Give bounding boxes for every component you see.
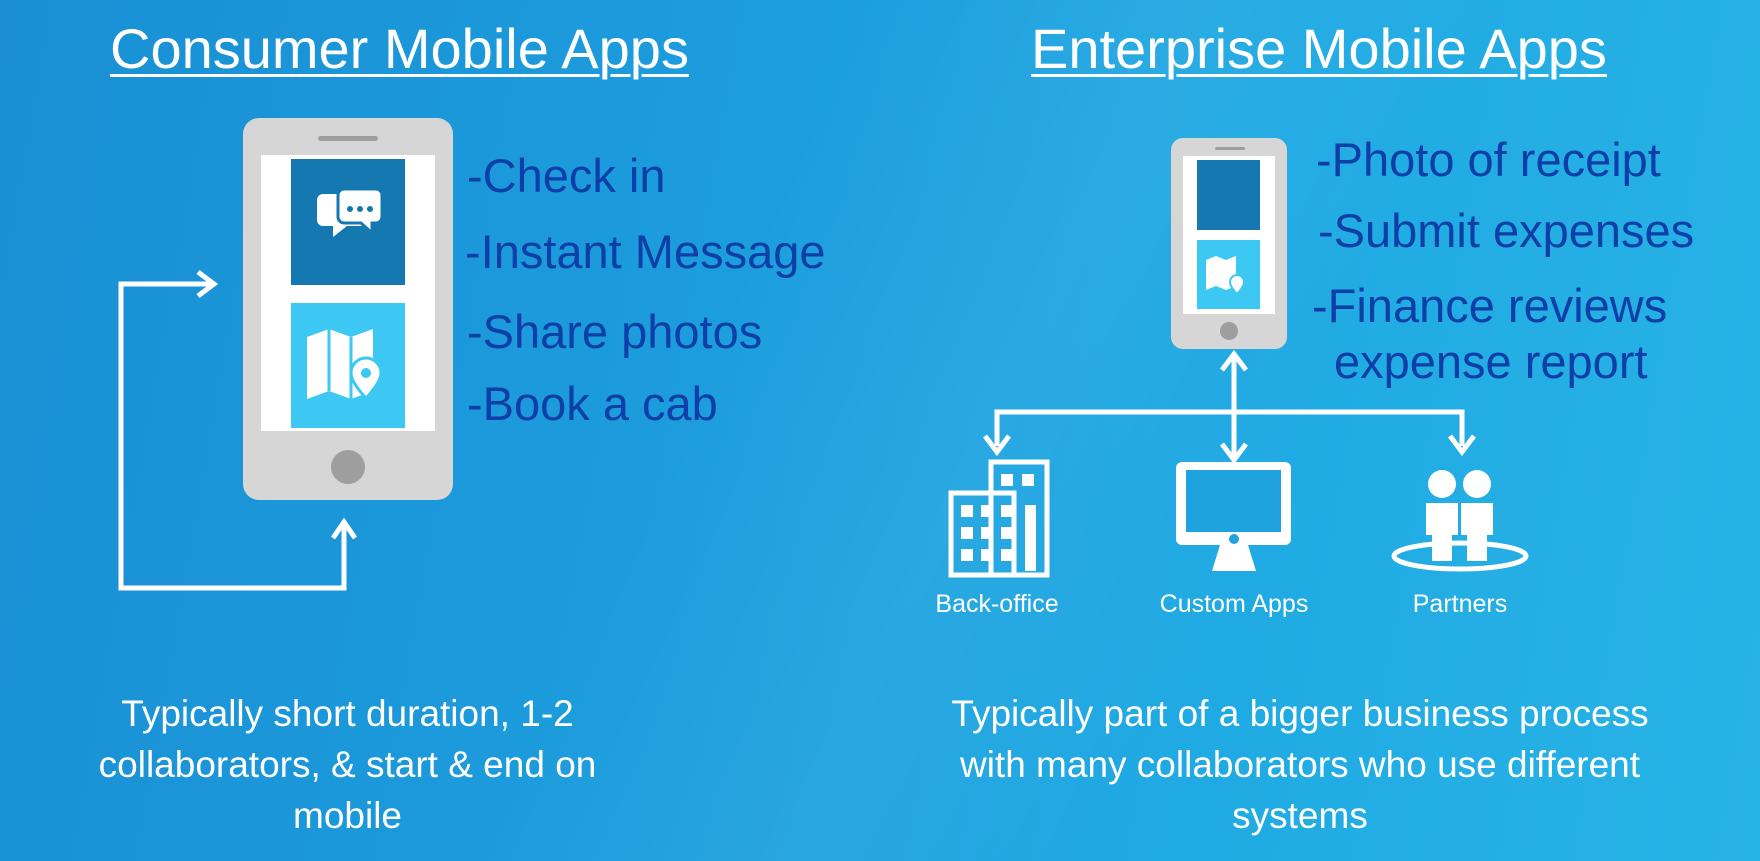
consumer-bullet-book-cab: -Book a cab bbox=[467, 377, 718, 430]
consumer-heading: Consumer Mobile Apps bbox=[110, 17, 689, 80]
connector-arrows bbox=[983, 349, 1476, 465]
consumer-bullet-share-photos: -Share photos bbox=[467, 305, 763, 358]
enterprise-bullet-photo-receipt: -Photo of receipt bbox=[1316, 133, 1661, 186]
label-partners: Partners bbox=[1412, 590, 1508, 618]
enterprise-bullet-submit-expenses: -Submit expenses bbox=[1318, 204, 1695, 257]
label-back-office: Back-office bbox=[935, 590, 1059, 618]
desktop-monitor-icon bbox=[1176, 462, 1291, 571]
consumer-bullet-check-in: -Check in bbox=[467, 149, 666, 202]
consumer-bullet-instant-message: -Instant Message bbox=[465, 225, 826, 278]
enterprise-heading: Enterprise Mobile Apps bbox=[1031, 17, 1607, 80]
map-pin-icon bbox=[307, 329, 383, 401]
chat-bubbles-icon bbox=[317, 187, 384, 237]
enterprise-bullet-expense-report: expense report bbox=[1334, 335, 1648, 388]
loop-arrow bbox=[118, 270, 358, 591]
enterprise-phone bbox=[1171, 138, 1287, 349]
partners-people-icon bbox=[1391, 470, 1529, 572]
enterprise-bullet-finance-reviews: -Finance reviews bbox=[1312, 279, 1668, 332]
enterprise-caption: Typically part of a bigger business proc… bbox=[951, 693, 1649, 836]
consumer-caption: Typically short duration, 1-2 collaborat… bbox=[98, 693, 597, 836]
office-building-icon bbox=[948, 459, 1050, 578]
label-custom-apps: Custom Apps bbox=[1159, 590, 1309, 618]
